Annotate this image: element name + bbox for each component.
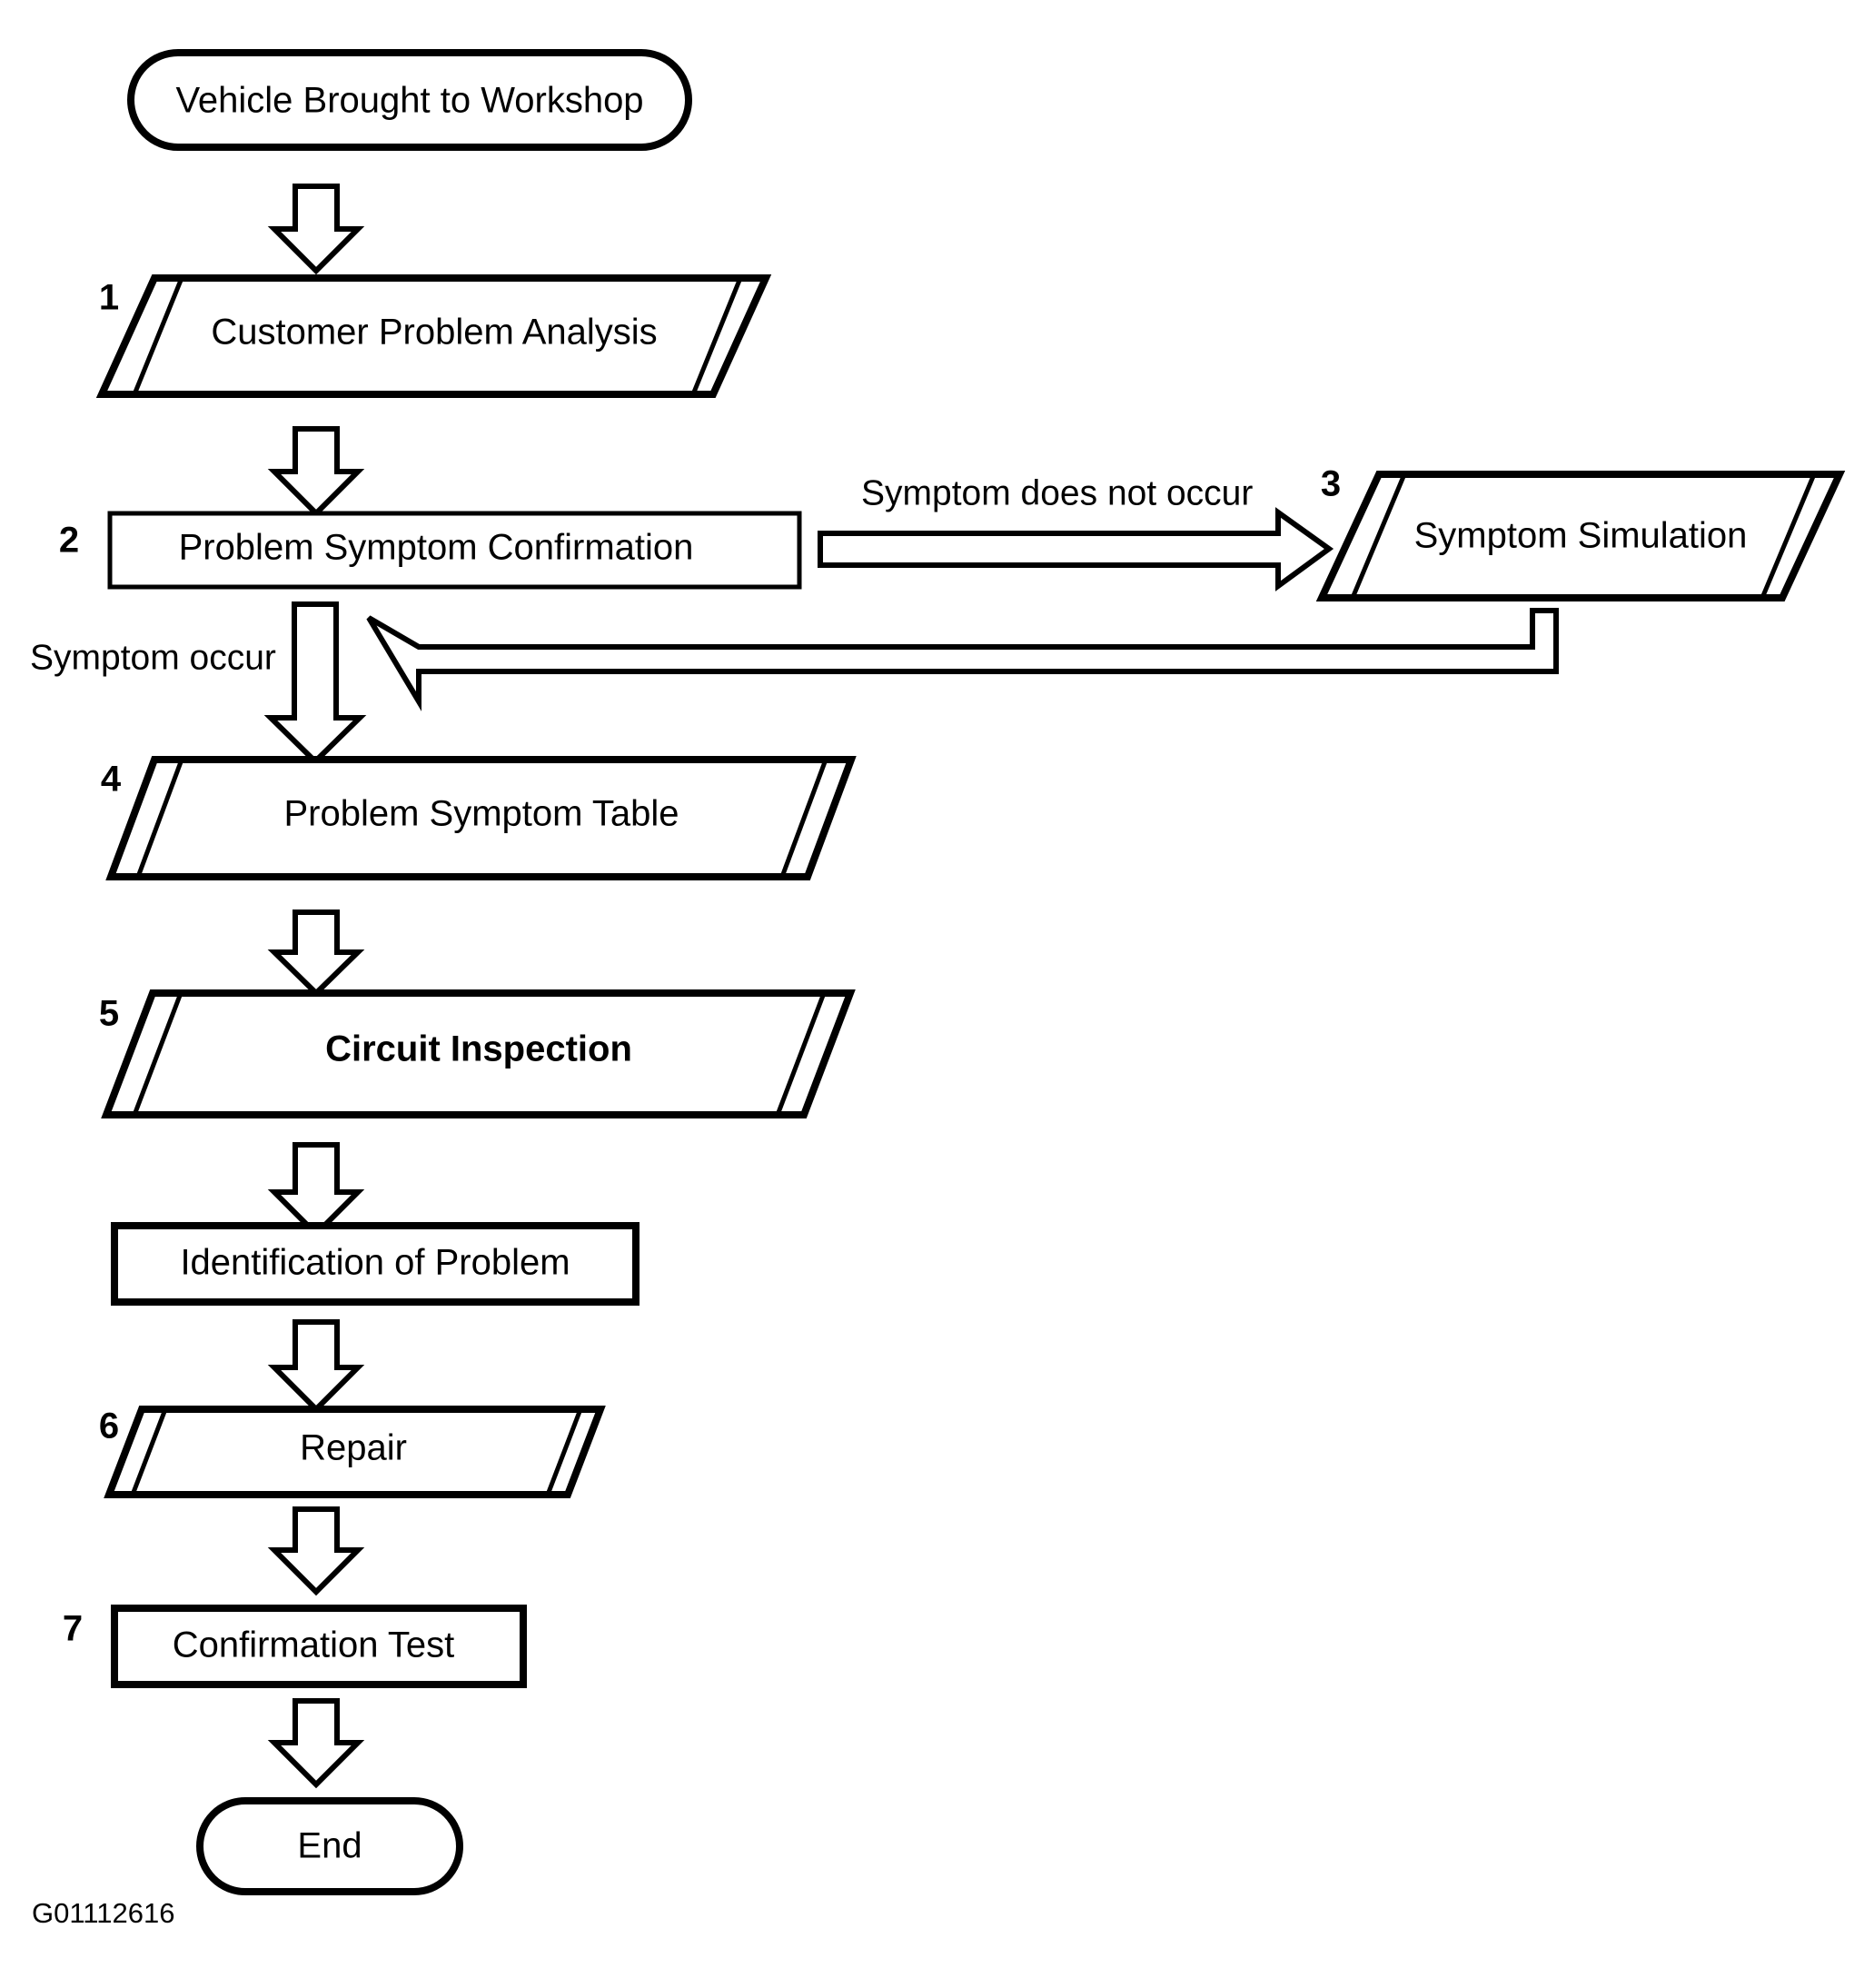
arrow-step4-to-step5: [267, 910, 365, 998]
step7-label: Confirmation Test: [173, 1625, 455, 1665]
step6-number: 6: [99, 1407, 119, 1446]
step4-label: Problem Symptom Table: [284, 794, 679, 834]
node-start[interactable]: Vehicle Brought to Workshop: [127, 49, 692, 151]
edge-symptom-does-not-occur: Symptom does not occur: [818, 473, 1334, 591]
start-terminal-label: Vehicle Brought to Workshop: [175, 81, 643, 121]
node-step4[interactable]: Problem Symptom Table 4: [101, 756, 857, 880]
step1-left-inner-rule: [132, 277, 184, 395]
step2-rect-shape: [107, 511, 802, 590]
node-end[interactable]: End: [196, 1797, 463, 1895]
node-step7[interactable]: Confirmation Test 7: [63, 1605, 527, 1688]
step3-left-inner-rule: [1350, 473, 1407, 599]
arrow-step5-to-identification: [267, 1142, 365, 1238]
identification-label: Identification of Problem: [180, 1243, 570, 1283]
symptom-occur-label: Symptom occur: [30, 638, 276, 677]
down-arrow-icon: [267, 1506, 365, 1596]
step5-label: Circuit Inspection: [325, 1029, 632, 1069]
arrow-start-to-step1: [267, 184, 365, 275]
down-arrow-icon: [267, 1319, 365, 1414]
step5-parallelogram-shape: [101, 989, 856, 1118]
end-terminal-shape: [196, 1797, 463, 1895]
step5-left-inner-rule: [132, 992, 183, 1116]
figure-code: G01112616: [32, 1897, 174, 1929]
node-step1[interactable]: Customer Problem Analysis 1: [95, 274, 772, 398]
step1-parallelogram-shape: [95, 274, 772, 398]
step6-label: Repair: [300, 1428, 407, 1468]
node-step5[interactable]: Circuit Inspection 5: [99, 989, 856, 1118]
left-return-arrow-icon: [366, 608, 1559, 711]
down-arrow-icon: [267, 910, 365, 998]
step2-number: 2: [59, 521, 79, 561]
step4-parallelogram-shape: [105, 756, 857, 880]
down-arrow-icon: [267, 184, 365, 275]
step3-right-inner-rule: [1760, 473, 1817, 599]
step4-number: 4: [101, 760, 122, 800]
step2-label: Problem Symptom Confirmation: [179, 528, 694, 568]
arrow-step1-to-step2: [267, 426, 365, 518]
identification-rect-shape: [111, 1222, 640, 1306]
node-step3[interactable]: Symptom Simulation 3: [1315, 464, 1846, 601]
step6-parallelogram-shape: [104, 1406, 606, 1498]
arrow-identification-to-step6: [267, 1319, 365, 1414]
symptom-does-not-occur-label: Symptom does not occur: [861, 473, 1253, 512]
node-step6[interactable]: Repair 6: [99, 1406, 606, 1498]
step3-parallelogram-shape: [1315, 471, 1846, 601]
step4-right-inner-rule: [779, 759, 828, 878]
step1-number: 1: [99, 278, 119, 318]
arrow-step7-to-end: [267, 1698, 365, 1789]
edge-return-loop: [366, 608, 1559, 711]
node-step2[interactable]: Problem Symptom Confirmation 2: [59, 511, 802, 590]
node-identification-of-problem[interactable]: Identification of Problem: [111, 1222, 640, 1306]
down-arrow-icon: [267, 426, 365, 518]
edge-symptom-occur: Symptom occur: [30, 601, 367, 766]
step7-number: 7: [63, 1609, 83, 1649]
end-terminal-label: End: [297, 1826, 362, 1866]
down-arrow-icon: [267, 1142, 365, 1238]
right-arrow-icon: [818, 507, 1334, 591]
step6-right-inner-rule: [545, 1408, 583, 1496]
step3-label: Symptom Simulation: [1414, 516, 1748, 556]
start-terminal-shape: [127, 49, 692, 151]
step6-left-inner-rule: [130, 1408, 168, 1496]
down-arrow-icon: [267, 1698, 365, 1789]
step7-rect-shape: [111, 1605, 527, 1688]
step3-number: 3: [1321, 464, 1341, 504]
step1-label: Customer Problem Analysis: [211, 313, 657, 353]
step5-number: 5: [99, 994, 119, 1034]
step5-right-inner-rule: [775, 992, 827, 1116]
step1-right-inner-rule: [690, 277, 743, 395]
step4-left-inner-rule: [135, 759, 184, 878]
arrow-step6-to-step7: [267, 1506, 365, 1596]
down-arrow-icon: [263, 601, 367, 766]
